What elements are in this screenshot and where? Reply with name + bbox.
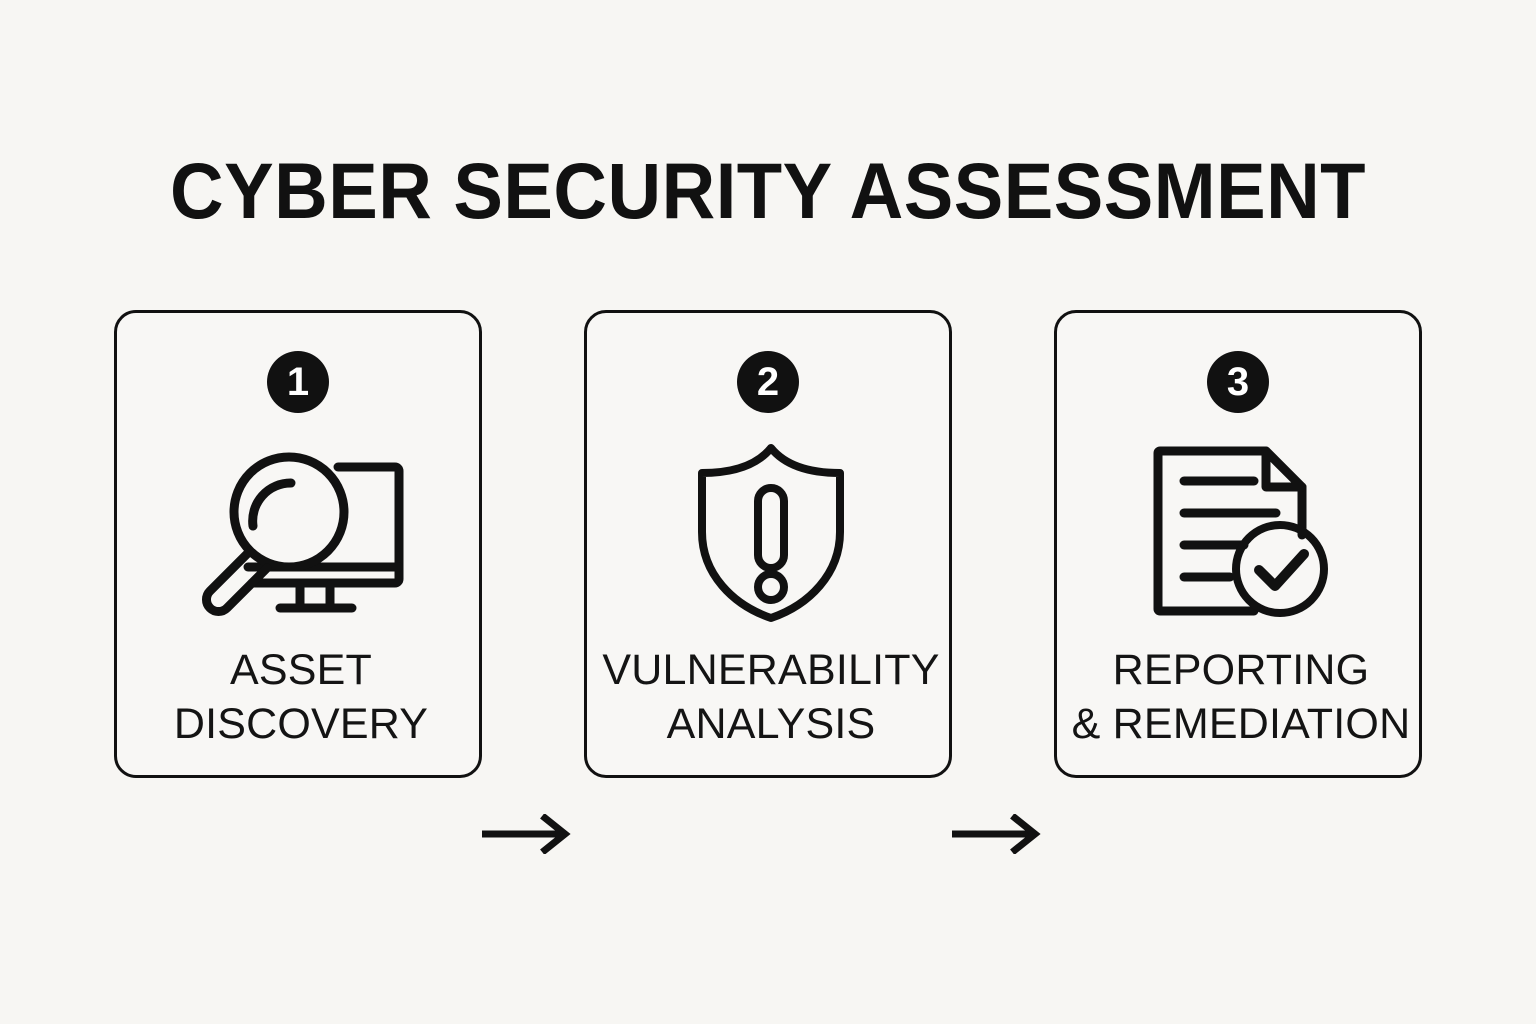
step-number-badge: 1 [267,351,329,413]
page-title: CYBER SECURITY ASSESSMENT [169,145,1367,235]
step-card-vulnerability-analysis[interactable]: 2 VULNERABILITY ANALYSIS [584,310,952,778]
process-flow: 1 ASSET DISCOVERY [0,310,1536,855]
step-label: VULNERABILITY ANALYSIS [602,646,940,748]
step-label: REPORTING & REMEDIATION [1071,646,1411,748]
shield-alert-icon [587,433,955,633]
document-check-icon [1057,433,1425,633]
step-card-asset-discovery[interactable]: 1 ASSET DISCOVERY [114,310,482,778]
arrow-right-icon [480,813,578,855]
magnifier-monitor-icon [117,433,485,633]
arrow-right-icon [950,813,1048,855]
step-number-badge: 2 [737,351,799,413]
step-number-badge: 3 [1207,351,1269,413]
step-card-reporting-remediation[interactable]: 3 REPO [1054,310,1422,778]
step-label: ASSET DISCOVERY [173,646,429,748]
